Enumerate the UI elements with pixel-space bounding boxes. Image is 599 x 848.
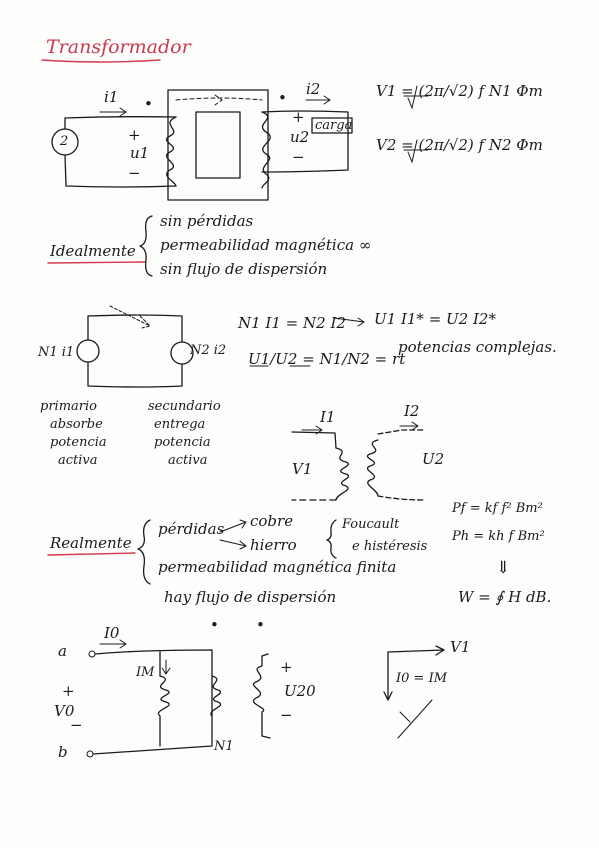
ideal-underline bbox=[47, 261, 146, 264]
no-load-dot-2: • bbox=[256, 616, 265, 634]
hysteresis-eq: Ph = kh f Bm² bbox=[452, 529, 545, 544]
energy-eq: W = ∮ H dB. bbox=[458, 588, 552, 606]
no-load-circuit bbox=[86, 639, 271, 758]
coil-v1-label: V1 bbox=[292, 460, 313, 478]
n1-label: N1 bbox=[214, 739, 234, 754]
v20-plus: + bbox=[280, 658, 293, 676]
secondary-note-1: entrega bbox=[154, 417, 206, 432]
source-label: 2 bbox=[60, 134, 69, 149]
phasor-i0-label: I0 = IM bbox=[396, 671, 448, 686]
hysteresis-label: e histéresis bbox=[352, 539, 428, 554]
terminal-a: a bbox=[58, 642, 67, 660]
i1-label: i1 bbox=[104, 88, 119, 106]
secondary-note-3: activa bbox=[168, 453, 208, 468]
coil-u2-label: U2 bbox=[422, 450, 445, 468]
foucault-label: Foucault bbox=[342, 517, 400, 532]
i1-arrow bbox=[99, 107, 127, 117]
secondary-coil bbox=[261, 111, 271, 189]
page-title: Transformador bbox=[46, 36, 191, 58]
coil-i1-label: I1 bbox=[320, 408, 336, 426]
primary-coil bbox=[165, 116, 177, 187]
eq-v2: V2 = (2π/√2) f N2 Φm bbox=[376, 136, 543, 154]
iron-label: hierro bbox=[250, 536, 297, 554]
primary-note-1: absorbe bbox=[50, 417, 103, 432]
phasor-diagram bbox=[383, 645, 445, 739]
v0-plus: + bbox=[62, 682, 75, 700]
coil-i2-label: I2 bbox=[404, 402, 420, 420]
transformer-circuit bbox=[51, 89, 353, 201]
v0-minus: − bbox=[70, 716, 83, 734]
complex-power-note: potencias complejas. bbox=[398, 338, 557, 356]
real-label: Realmente bbox=[50, 534, 132, 552]
core-outer bbox=[167, 89, 269, 201]
ideal-brace bbox=[139, 215, 153, 277]
ideal-eq-2: U1 I1* = U2 I2* bbox=[374, 310, 496, 328]
core-window bbox=[195, 111, 241, 179]
i0-label: I0 bbox=[104, 624, 120, 642]
ideal-item-0: sin pérdidas bbox=[160, 212, 254, 230]
finite-permeability: permeabilidad magnética finita bbox=[158, 558, 397, 576]
i2-label: i2 bbox=[306, 80, 321, 98]
primary-source-label: N1 i1 bbox=[38, 345, 75, 360]
primary-note-2: potencia bbox=[50, 435, 107, 450]
v20-minus: − bbox=[280, 706, 293, 724]
u2-label: u2 bbox=[290, 128, 310, 146]
coil-diagram bbox=[291, 421, 425, 501]
ideal-label: Idealmente bbox=[50, 242, 136, 260]
ideal-item-1: permeabilidad magnética ∞ bbox=[160, 236, 372, 254]
real-brace bbox=[137, 519, 151, 585]
load-label: carga bbox=[315, 118, 353, 133]
primary-minus: − bbox=[128, 164, 141, 182]
implies-arrow: ⇓ bbox=[496, 558, 511, 578]
real-underline bbox=[47, 552, 136, 556]
copper-label: cobre bbox=[250, 512, 294, 530]
v20-label: U20 bbox=[284, 682, 316, 700]
primary-note-0: primario bbox=[40, 399, 97, 414]
secondary-note-2: potencia bbox=[154, 435, 211, 450]
primary-plus: + bbox=[128, 126, 141, 144]
secondary-minus: − bbox=[292, 148, 305, 166]
load-box bbox=[311, 117, 353, 134]
v0-label: V0 bbox=[54, 702, 75, 720]
no-load-dot-1: • bbox=[210, 616, 219, 634]
terminal-b: b bbox=[58, 743, 68, 761]
secondary-plus: + bbox=[292, 108, 305, 126]
primary-note-3: activa bbox=[58, 453, 98, 468]
primary-dot: • bbox=[144, 95, 153, 113]
primary-source-symbol bbox=[76, 339, 100, 363]
ideal-item-2: sin flujo de dispersión bbox=[160, 260, 328, 278]
flux-path bbox=[175, 94, 263, 106]
secondary-source-symbol bbox=[170, 341, 194, 365]
ideal-circuit bbox=[76, 305, 194, 388]
secondary-source-label: N2 i2 bbox=[190, 343, 227, 358]
foucault-eq: Pf = kf f² Bm² bbox=[452, 501, 543, 516]
ideal-eq-3: U1/U2 = N1/N2 = rt bbox=[248, 350, 406, 368]
u1-label: u1 bbox=[130, 144, 150, 162]
secondary-dot: • bbox=[278, 89, 287, 107]
phasor-v1-label: V1 bbox=[450, 638, 471, 656]
eq-v1: V1 = (2π/√2) f N1 Φm bbox=[376, 82, 543, 100]
losses-label: pérdidas bbox=[158, 520, 225, 538]
title-underline bbox=[41, 59, 161, 63]
dispersion-flux: hay flujo de dispersión bbox=[164, 588, 337, 606]
secondary-note-0: secundario bbox=[148, 399, 221, 414]
ideal-eq-1: N1 I1 = N2 I2 bbox=[238, 314, 346, 332]
im-label: IM bbox=[136, 665, 155, 680]
i2-arrow bbox=[305, 95, 331, 105]
